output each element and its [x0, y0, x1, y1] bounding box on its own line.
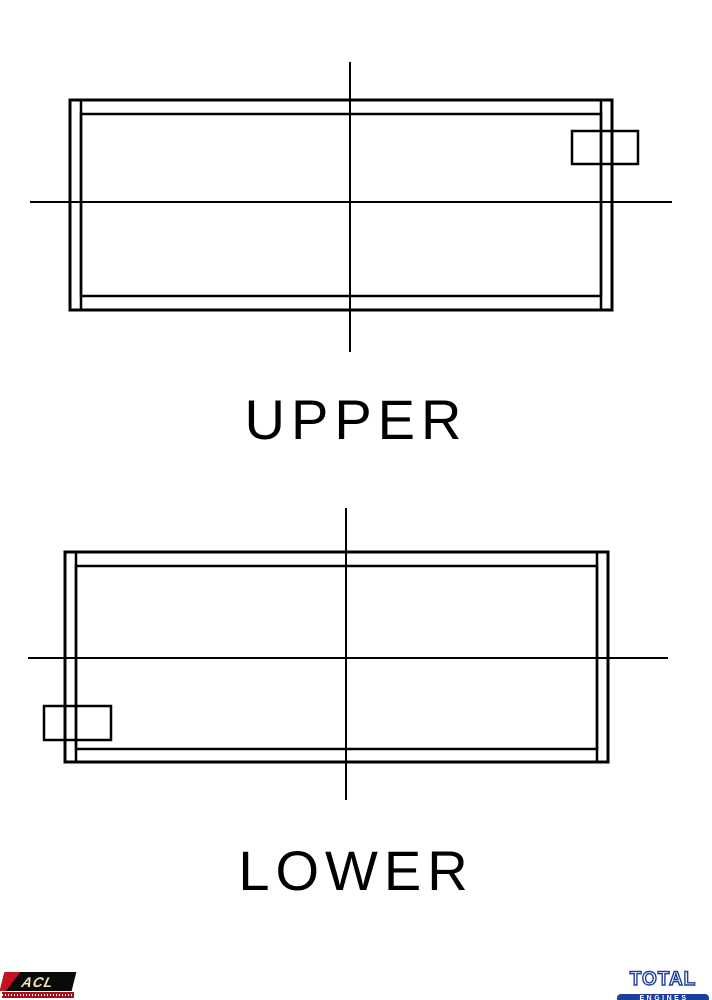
upper-label: UPPER	[244, 388, 468, 451]
acl-logo-text: ACL	[20, 973, 56, 990]
acl-tagline-strip	[2, 992, 74, 998]
upper-bearing-drawing	[30, 62, 672, 352]
lower-bearing-drawing	[28, 508, 668, 800]
acl-red-accent-shape	[0, 972, 20, 991]
total-engines-logo: TOTAL ENGINES	[616, 968, 710, 1000]
acl-logo-badge: ACL	[0, 972, 77, 991]
upper-outer-profile	[68, 98, 614, 312]
lower-locating-tab	[42, 704, 113, 742]
upper-inner-profile	[79, 112, 603, 298]
lower-label: LOWER	[238, 839, 474, 902]
engines-bar: ENGINES	[616, 993, 710, 1000]
lower-inner-profile	[74, 564, 599, 751]
lower-outer-profile	[63, 550, 610, 764]
acl-logo: ACL	[0, 972, 80, 1000]
upper-locating-tab	[570, 129, 640, 166]
engines-logo-text: ENGINES	[639, 995, 689, 1000]
total-logo-wordmark: TOTAL	[629, 968, 697, 990]
total-logo-text: TOTAL	[630, 969, 697, 988]
